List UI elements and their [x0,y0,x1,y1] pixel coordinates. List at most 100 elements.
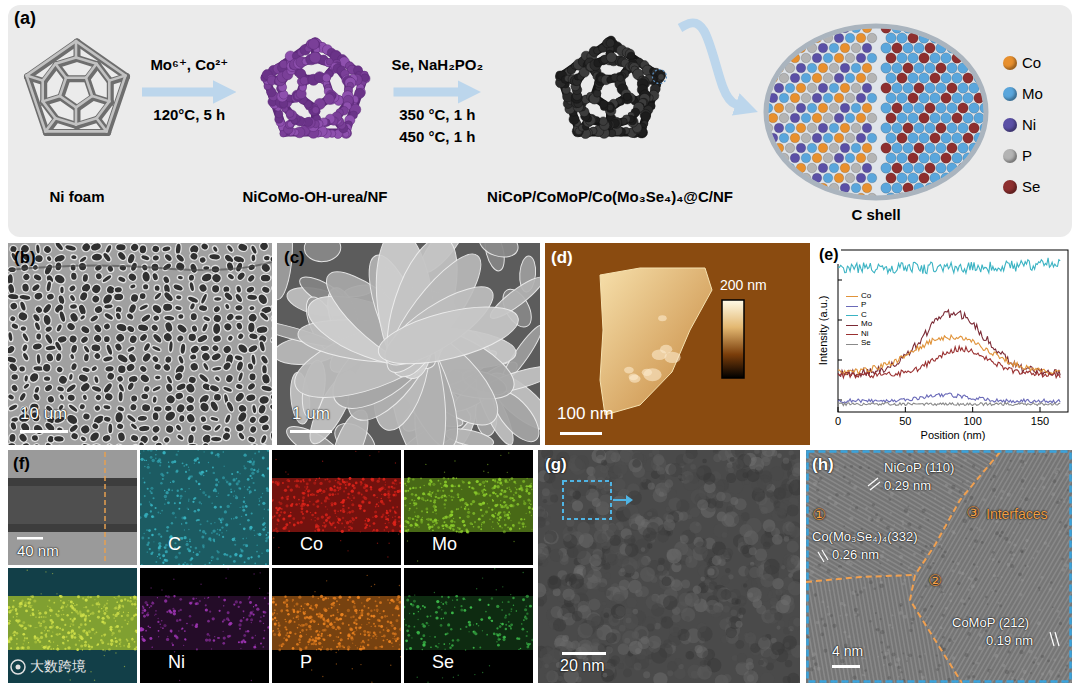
eds-map-image [247,478,250,481]
sem-porous-image [212,304,222,314]
sem-porous-image [103,391,114,402]
eds-map-image [387,490,390,493]
eds-map-image [434,509,437,512]
eds-map-image [243,528,246,531]
sem-porous-image [221,431,232,442]
sem-porous-image [198,372,210,384]
eds-map-image [309,501,311,503]
eds-map-image [183,516,186,519]
eds-map-image [506,487,508,489]
eds-map-image [307,491,309,493]
sem-porous-image [189,302,197,311]
eds-map-image [427,518,430,521]
sem-porous-image [269,393,272,405]
eds-map-image [8,450,137,565]
eds-map-image [239,473,240,474]
eds-map-image [388,486,391,489]
eds-map-image [503,501,505,503]
eds-map-image [67,631,70,634]
eds-map-image [345,484,347,486]
eds-map-image [326,488,327,489]
eds-map-image [518,494,519,495]
sem-porous-image [139,292,146,299]
sem-porous-image [129,283,137,290]
afm-image [658,315,667,321]
eds-map-image [181,523,182,524]
eds-map-image [146,460,147,461]
eds-map-image [399,524,401,527]
sem-porous-image [234,304,243,312]
sem-porous-image [190,313,198,321]
eds-map-image [432,483,435,486]
eds-map-image [388,531,389,532]
sem-porous-image [151,244,160,253]
eds-map-image [392,529,395,532]
eds-map-image [258,555,261,558]
sem-porous-image [70,431,80,441]
eds-map-image [71,612,73,614]
eds-map-image [241,516,242,517]
eds-map-image [465,506,467,508]
eds-map-image [385,523,386,524]
eds-map-image [367,520,369,522]
sem-porous-image [235,315,243,321]
eds-map-image [249,526,252,529]
eds-map-image [500,504,502,506]
eds-map-image [185,522,188,525]
eds-map-image [428,526,431,529]
eds-map-image [230,489,232,491]
sem-porous-image [79,314,87,322]
eds-map-image [303,481,305,483]
eds-map-image [337,511,339,513]
eds-map-image [489,518,491,520]
eds-map-image [404,526,405,527]
eds-map-image [435,506,437,508]
eds-map-image [233,495,234,496]
eds-map-image [16,620,18,622]
sem-porous-image [125,312,135,322]
eds-map-image [442,490,444,492]
eds-map-image [107,643,109,645]
axis-tick [838,360,842,361]
sem-porous-image [46,395,55,404]
eds-map-image [168,489,171,492]
sem-porous-image [177,275,184,280]
eds-map-image [262,528,265,531]
eds-map-image [399,530,400,531]
eds-map-image [438,480,440,482]
eds-map-image [218,493,219,494]
eds-map-image [493,528,494,529]
eds-map-image [164,490,165,491]
eds-map-image [144,466,145,467]
sem-porous-image [163,409,178,424]
eds-map-image [491,526,492,527]
sem-porous-image [8,393,15,401]
eds-map-image [233,560,236,563]
eds-map-image [462,481,464,483]
eds-map-image [499,525,501,527]
eds-map-image [519,528,521,530]
eds-map-image [381,486,384,489]
eds-map-image [151,534,154,537]
sem-porous-image [117,431,127,442]
eds-map-image [509,497,512,500]
eds-map-image [457,527,458,528]
sem-porous-image [236,410,249,424]
eds-map-image [107,600,108,601]
eds-map-image [254,489,256,491]
eds-map-image [196,481,198,483]
eds-map-image [404,497,407,500]
eds-map-image [415,494,418,497]
eds-map-image [247,519,250,522]
sem-porous-image [164,355,172,363]
eds-map-image [323,522,325,524]
eds-map-image [254,563,256,565]
sem-porous-image [70,272,77,281]
eds-map-image [238,487,240,489]
eds-map-image [392,506,394,508]
sem-porous-image [247,435,257,444]
eds-map-image [406,521,409,524]
eds-map-image [315,526,317,528]
eds-map-image [77,595,80,598]
eds-map-image [180,498,181,499]
